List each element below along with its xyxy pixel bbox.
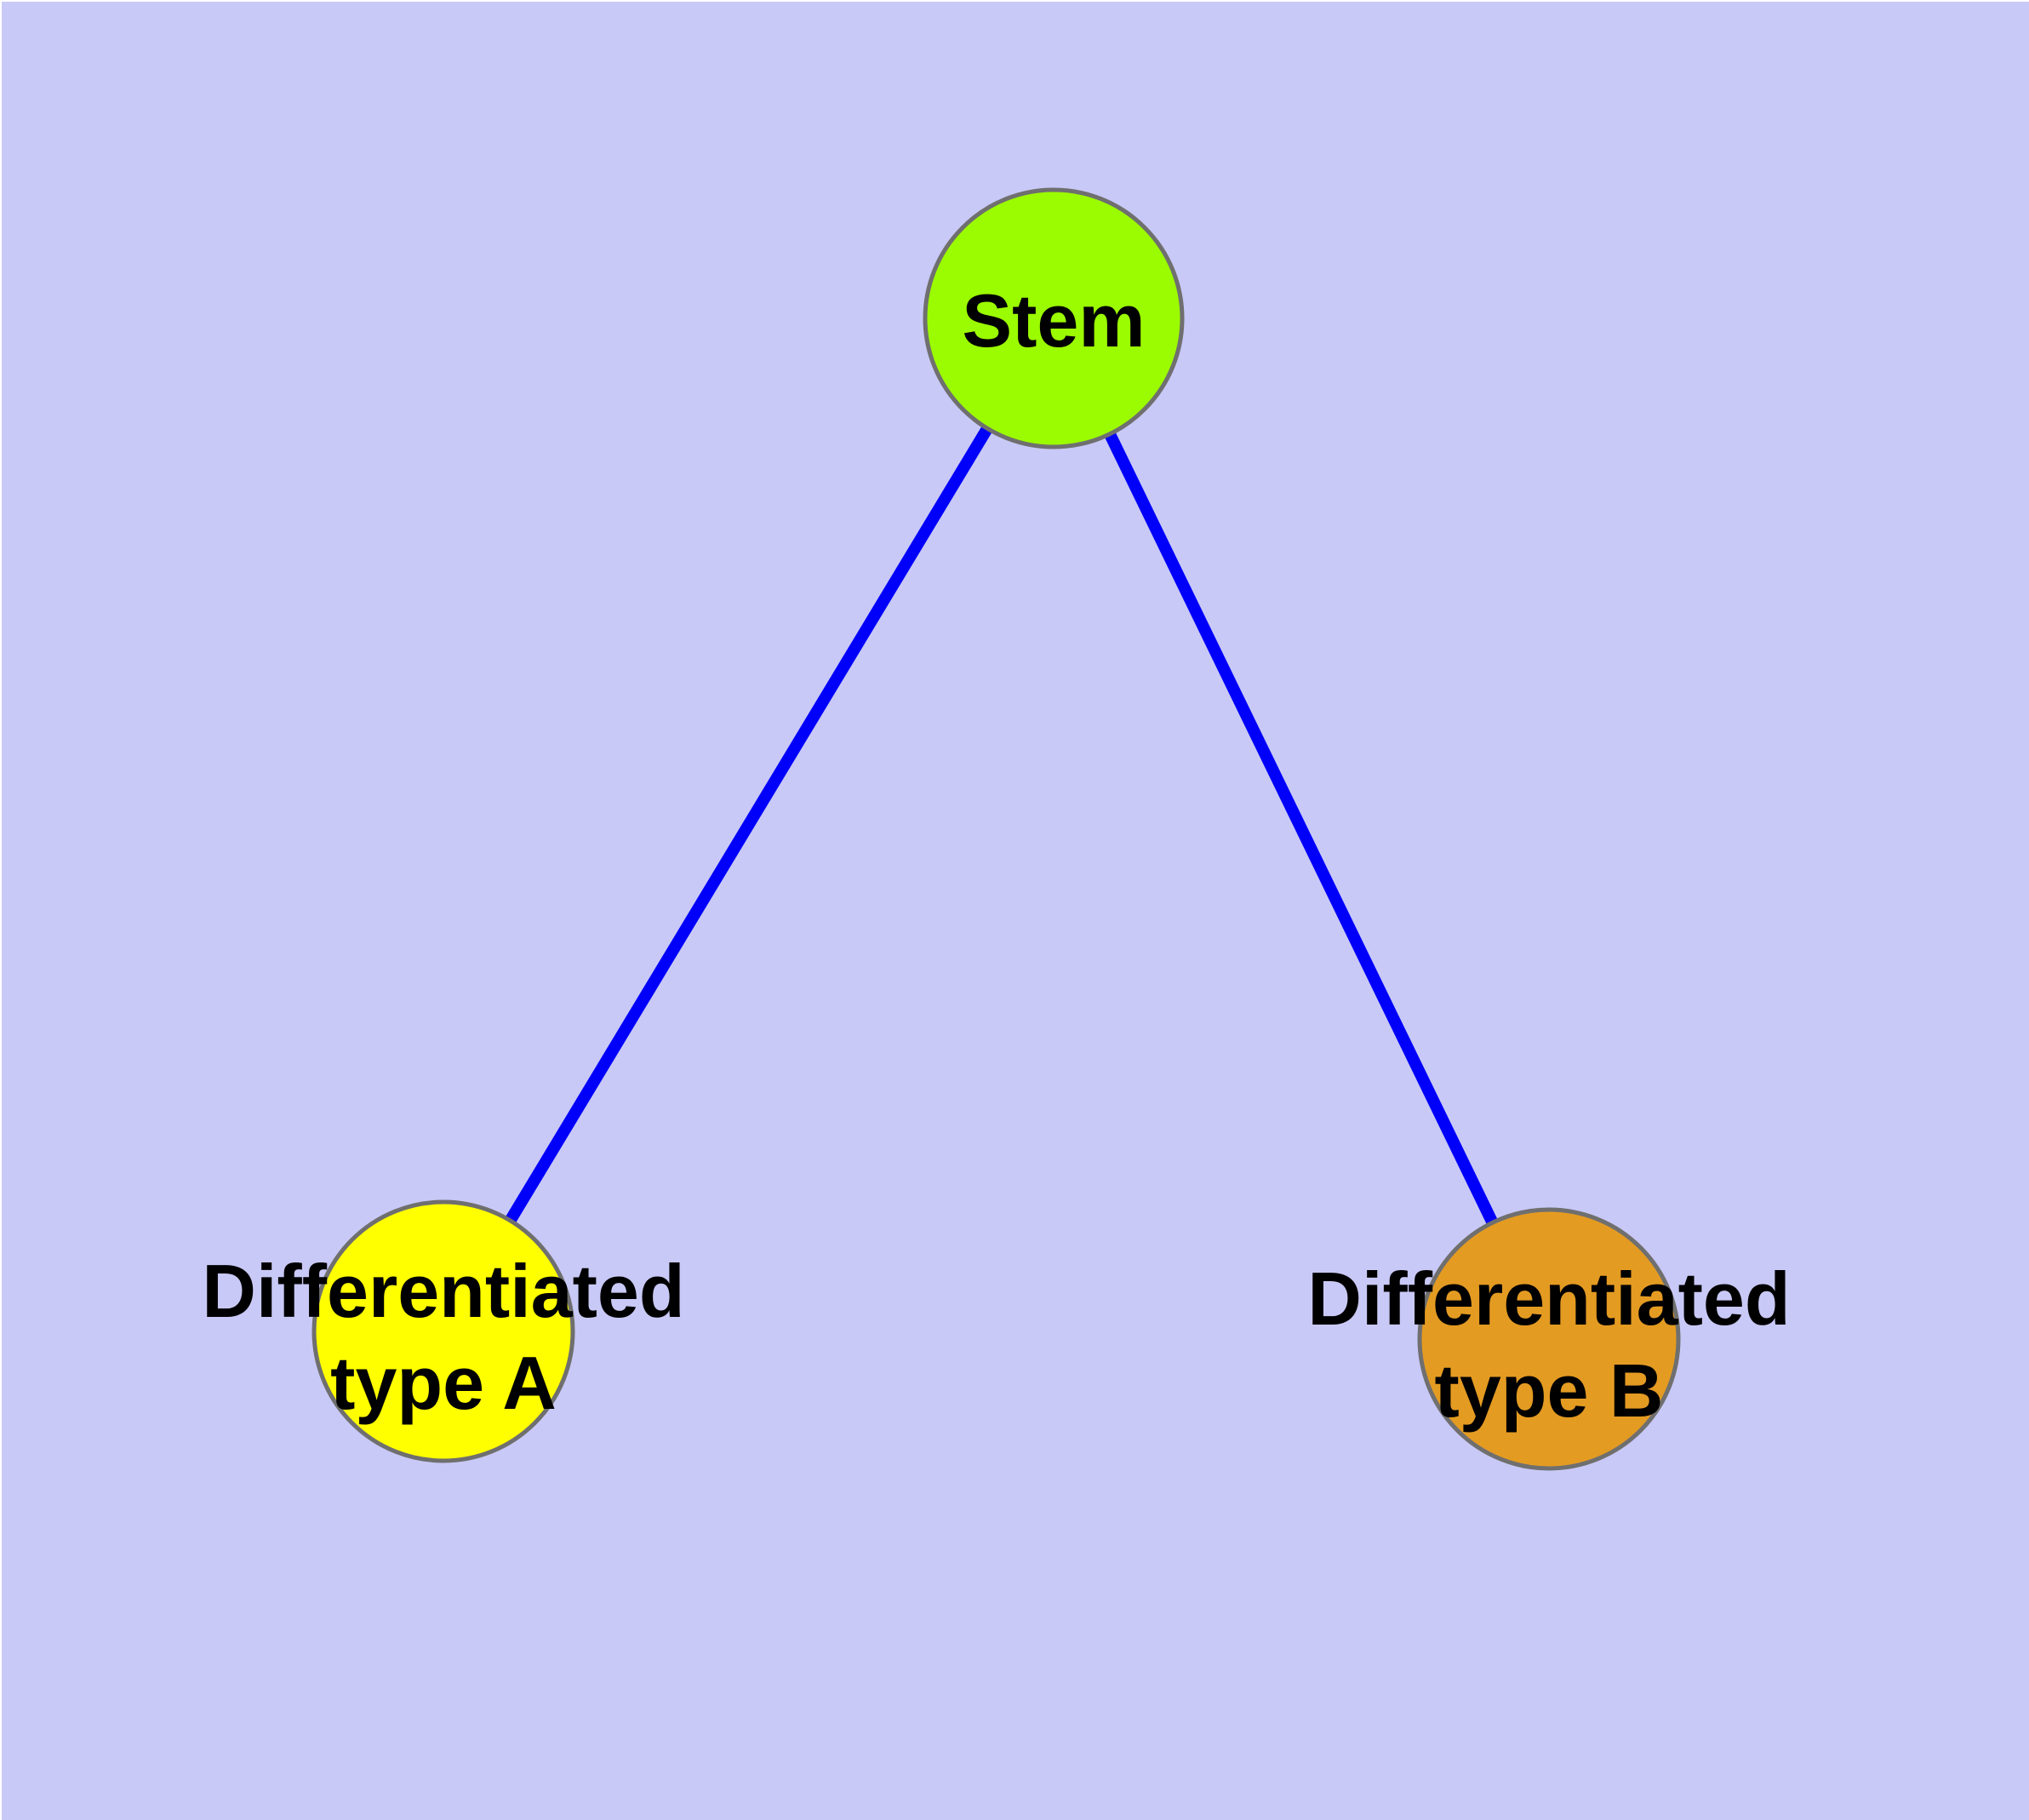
node-differentiated-type-a xyxy=(311,1199,575,1463)
label-stem: Stem xyxy=(962,278,1145,363)
edge-stem-to-differentiated-type-b xyxy=(1048,315,1555,1342)
edge-stem-to-differentiated-type-a xyxy=(438,315,1059,1335)
node-differentiated-type-b xyxy=(1417,1207,1681,1471)
label-line: Differentiated xyxy=(1307,1256,1790,1341)
nodes-layer xyxy=(311,187,1681,1471)
label-line: Stem xyxy=(962,278,1145,363)
label-line: Differentiated xyxy=(202,1249,684,1333)
edges-layer xyxy=(438,315,1555,1342)
label-line: type B xyxy=(1435,1348,1664,1433)
node-stem xyxy=(923,187,1185,449)
label-line: type A xyxy=(330,1341,557,1425)
